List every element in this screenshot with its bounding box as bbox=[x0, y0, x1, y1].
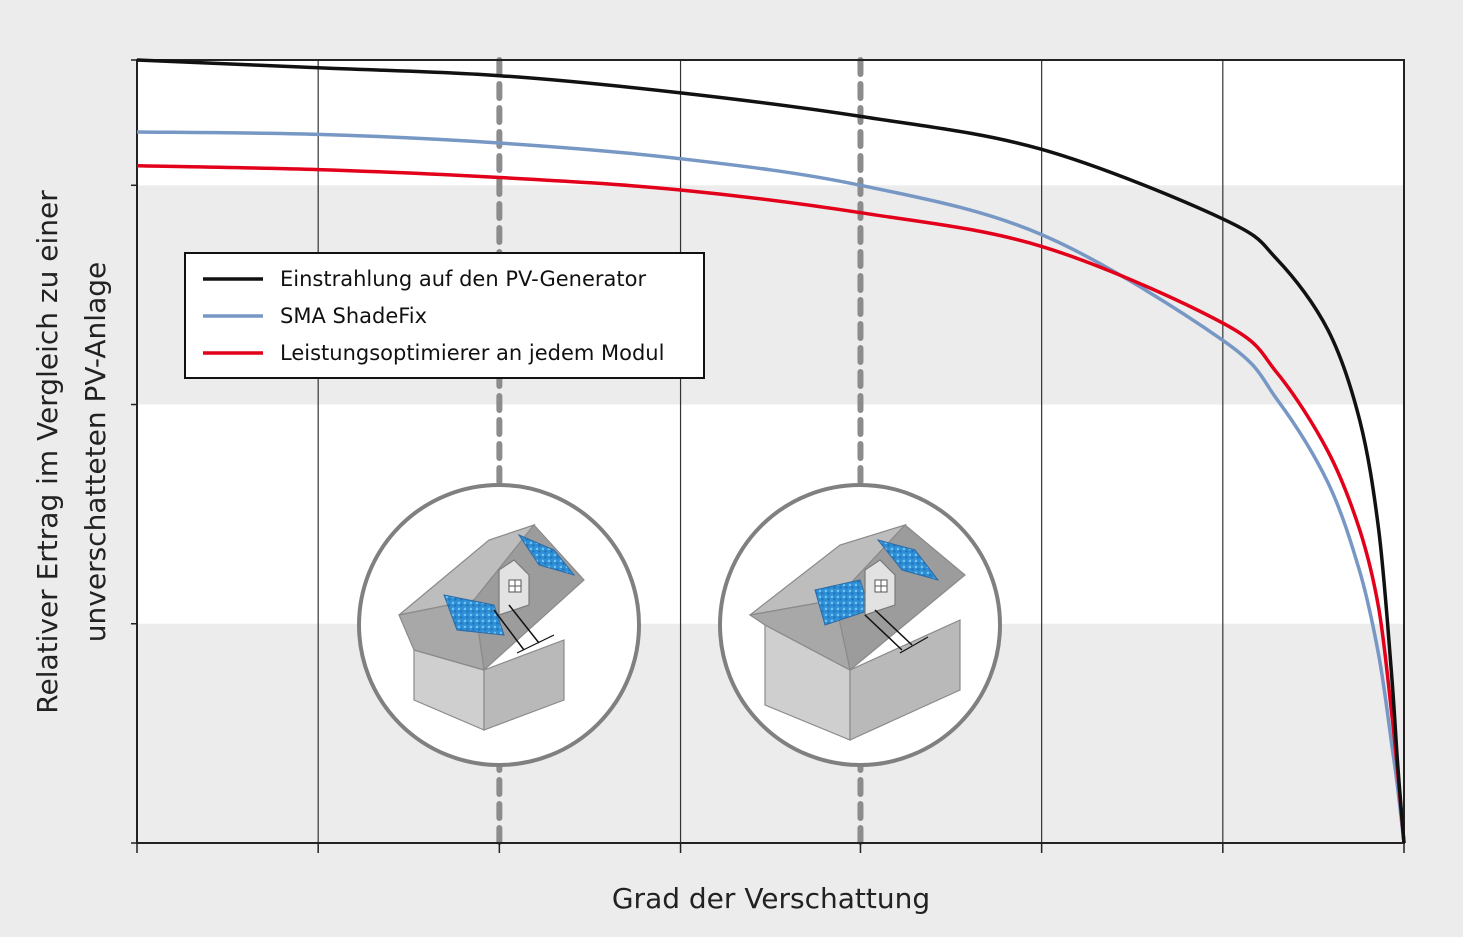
legend-box bbox=[184, 252, 705, 379]
y-axis-label-line1: Relativer Ertrag im Vergleich zu einer bbox=[31, 190, 64, 714]
legend-label-irradiance: Einstrahlung auf den PV-Generator bbox=[280, 267, 646, 291]
series-line-shadefix bbox=[136, 130, 1406, 844]
series-line-irradiance bbox=[136, 58, 1406, 844]
x-axis-label: Grad der Verschattung bbox=[612, 882, 930, 915]
legend-label-shadefix: SMA ShadeFix bbox=[280, 304, 427, 328]
house-illustrations bbox=[357, 483, 1002, 767]
legend: Einstrahlung auf den PV-Generator SMA Sh… bbox=[184, 252, 705, 379]
series-lines bbox=[136, 58, 1406, 844]
plot-frame bbox=[136, 59, 1405, 844]
house-scenario-1-icon bbox=[357, 483, 641, 767]
legend-label-optimizer: Leistungsoptimierer an jedem Modul bbox=[280, 341, 664, 365]
y-axis-label-line2: unverschatteten PV-Anlage bbox=[79, 262, 112, 642]
house-scenario-2-icon bbox=[718, 483, 1002, 767]
axes bbox=[131, 59, 1405, 853]
series-line-optimizer bbox=[136, 163, 1406, 844]
